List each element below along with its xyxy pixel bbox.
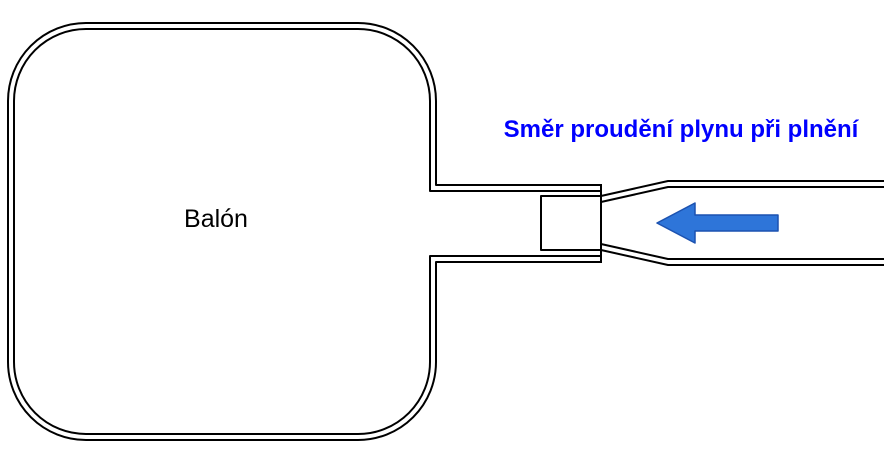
connector-body [540,195,602,251]
filling-tube-top-inner [600,186,884,203]
filling-tube [600,180,884,266]
filling-tube-top-outer [600,180,884,197]
balloon-outline-outer [7,22,602,441]
flow-arrow-left-icon [656,202,779,244]
balloon: Balón [7,22,602,441]
balloon-label: Balón [184,205,248,233]
filling-tube-bottom-inner [600,243,884,260]
balloon-outline-inner [13,28,602,435]
connector-valve [540,186,602,261]
filling-tube-bottom-outer [600,249,884,266]
flow-caption: Směr proudění plynu při plnění [504,116,860,143]
